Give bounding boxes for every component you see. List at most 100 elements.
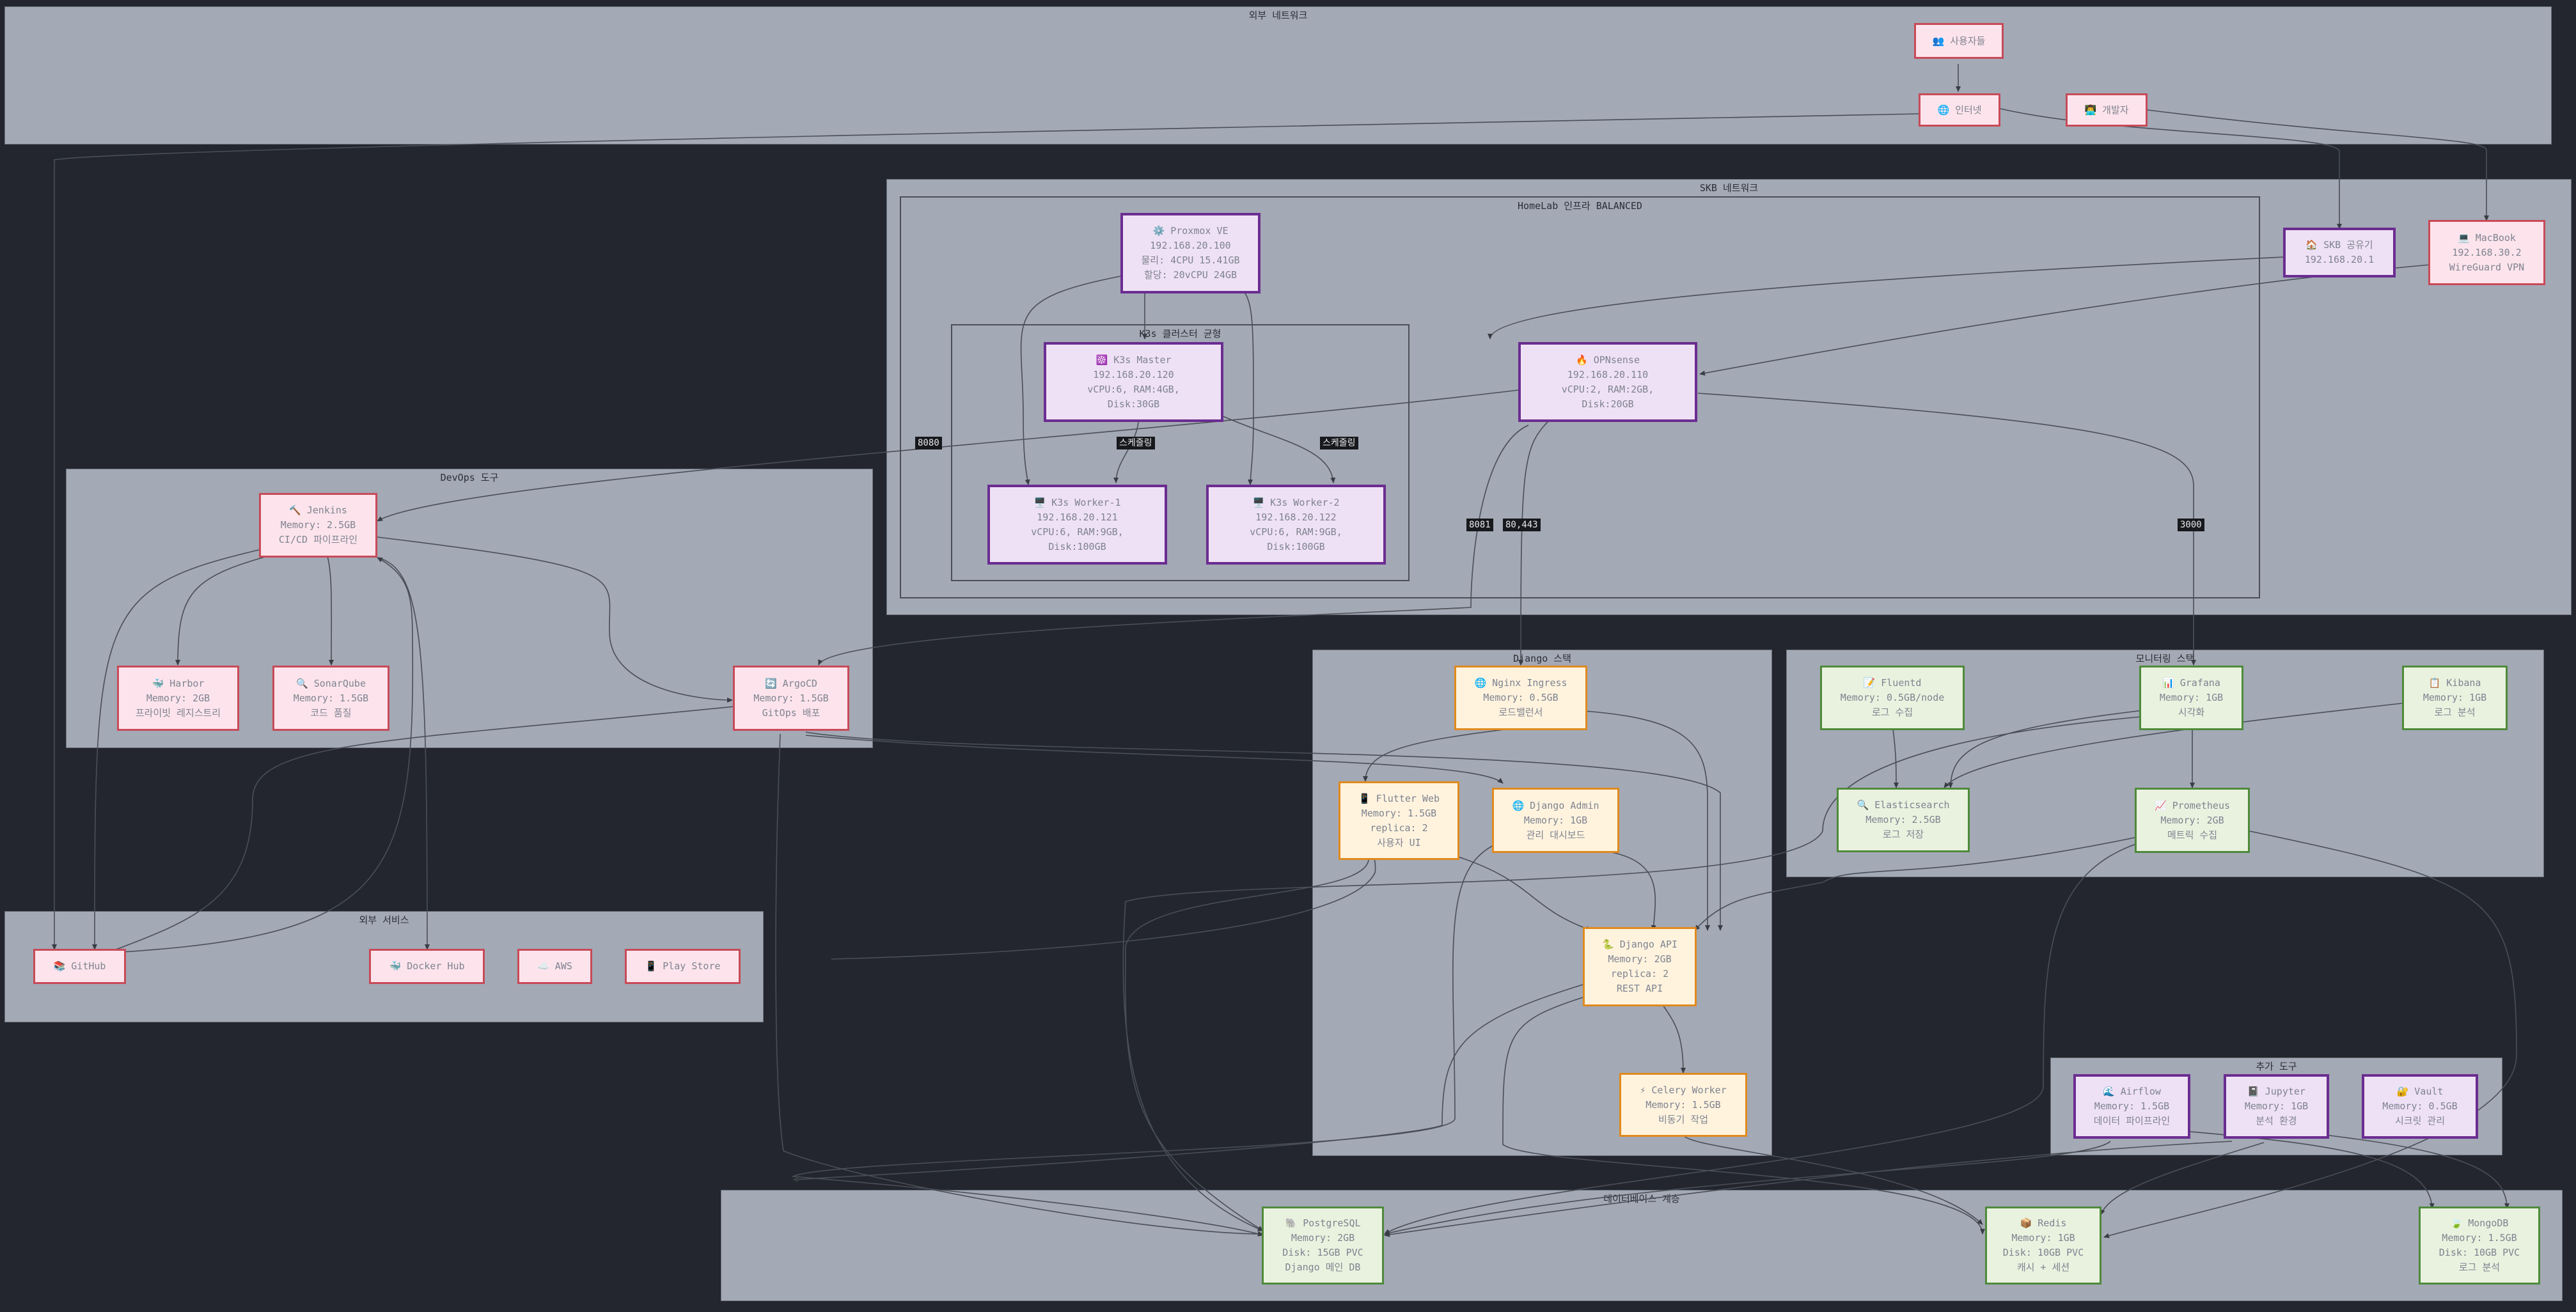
edge-api-redis (1502, 997, 1985, 1235)
node-detail: 분석 환경 (2256, 1115, 2297, 1127)
edge-proxmox-worker1 (1020, 276, 1121, 485)
node-title: 📚 GitHub (53, 960, 106, 972)
edge-label-scheduling-1: 스케줄링 (1117, 437, 1155, 449)
node-title: 📊 Grafana (2162, 677, 2220, 689)
node-title: 📓 Jupyter (2247, 1086, 2305, 1097)
node-title: 🏠 SKB 공유기 (2305, 239, 2373, 251)
node-detail: Memory: 0.5GB (2382, 1100, 2458, 1112)
node-title: 💻 MacBook (2458, 231, 2516, 244)
edge-internet-skb (2000, 108, 2342, 230)
node-detail: Memory: 2.5GB (280, 519, 356, 531)
node-play-store[interactable]: 📱 Play Store (625, 949, 741, 984)
node-title: ☁️ AWS (537, 960, 572, 972)
node-detail: 캐시 + 세션 (2016, 1261, 2070, 1273)
node-detail: 메트릭 수집 (2167, 829, 2218, 841)
node-internet[interactable]: 🌐 인터넷 (1919, 93, 2000, 127)
node-github[interactable]: 📚 GitHub (33, 949, 126, 984)
node-title: ⚙️ Proxmox VE (1152, 225, 1229, 237)
node-detail: Disk: 10GB PVC (2002, 1247, 2084, 1258)
edge-admin-api (1611, 852, 1656, 931)
node-detail: Memory: 2GB (2160, 814, 2224, 826)
edge-jenkins-playstore (831, 831, 1376, 960)
edge-prometheus-api (1694, 837, 2135, 931)
node-detail: Memory: 1.5GB (2442, 1232, 2517, 1244)
node-aws[interactable]: ☁️ AWS (517, 949, 592, 984)
node-title: 🐘 PostgreSQL (1285, 1217, 1361, 1229)
node-detail: Disk:20GB (1582, 398, 1634, 410)
node-detail: GitOps 배포 (762, 707, 821, 719)
edge-jenkins-sonarqube (327, 556, 334, 666)
node-detail: Memory: 2.5GB (1865, 814, 1941, 825)
node-detail: Memory: 1GB (2011, 1232, 2075, 1244)
node-detail: Memory: 1.5GB (1361, 807, 1437, 819)
node-title: 🔨 Jenkins (289, 504, 347, 516)
edge-admin-postgres (791, 843, 1497, 1237)
node-title: ⚡ Celery Worker (1640, 1084, 1727, 1096)
node-detail: 192.168.30.2 (2452, 246, 2522, 258)
node-detail: Memory: 2GB (1291, 1232, 1355, 1244)
node-detail: vCPU:6, RAM:9GB, (1031, 526, 1124, 538)
node-detail: Django 메인 DB (1285, 1261, 1361, 1273)
node-detail: Memory: 1.5GB (2094, 1100, 2170, 1112)
node-developer[interactable]: 👨‍💻 개발자 (2066, 93, 2148, 127)
node-detail: WireGuard VPN (2449, 261, 2525, 273)
cluster-title: DevOps 도구 (440, 472, 499, 483)
node-detail: Disk:100GB (1267, 540, 1325, 552)
node-title: 👥 사용자들 (1932, 35, 1986, 47)
edge-argocd-django-api (805, 731, 1723, 931)
node-title: 📦 Redis (2020, 1217, 2067, 1229)
node-title: 🍃 MongoDB (2450, 1217, 2509, 1229)
node-title: 🌐 인터넷 (1937, 104, 1982, 116)
node-users[interactable]: 👥 사용자들 (1914, 23, 2004, 59)
edge-prometheus-postgres (1384, 843, 2137, 1235)
node-title: 🌊 Airflow (2103, 1086, 2161, 1097)
node-title: 🌐 Nginx Ingress (1474, 677, 1567, 689)
edge-flutter-api (1457, 856, 1592, 932)
node-detail: CI/CD 파이프라인 (278, 534, 358, 545)
node-postgresql[interactable]: 🐘 PostgreSQL Memory: 2GB Disk: 15GB PVC Dja… (1262, 1207, 1384, 1285)
node-detail: 코드 품질 (310, 707, 352, 719)
edge-airflow-mongodb (2190, 1131, 2435, 1209)
node-detail: Disk:30GB (1107, 398, 1160, 410)
edge-celery-redis (1683, 1134, 1983, 1225)
cluster-title: SKB 네트워크 (1699, 182, 1759, 194)
node-detail: Memory: 1GB (2244, 1100, 2309, 1112)
node-detail: 프라이빗 레지스트리 (135, 707, 221, 719)
edge-github-jenkins (76, 557, 414, 955)
node-docker-hub[interactable]: 🐳 Docker Hub (369, 949, 485, 984)
node-detail: Disk: 15GB PVC (1282, 1247, 1363, 1258)
node-detail: Disk: 10GB PVC (2439, 1247, 2520, 1258)
node-title: 🐳 Docker Hub (389, 960, 465, 972)
node-detail: 192.168.20.122 (1255, 511, 1337, 523)
edge-opnsense-argocd (818, 425, 1529, 666)
node-detail: 로드밸런서 (1498, 707, 1543, 718)
cluster-database-layer: 데이터베이스 계층 (721, 1190, 2563, 1301)
